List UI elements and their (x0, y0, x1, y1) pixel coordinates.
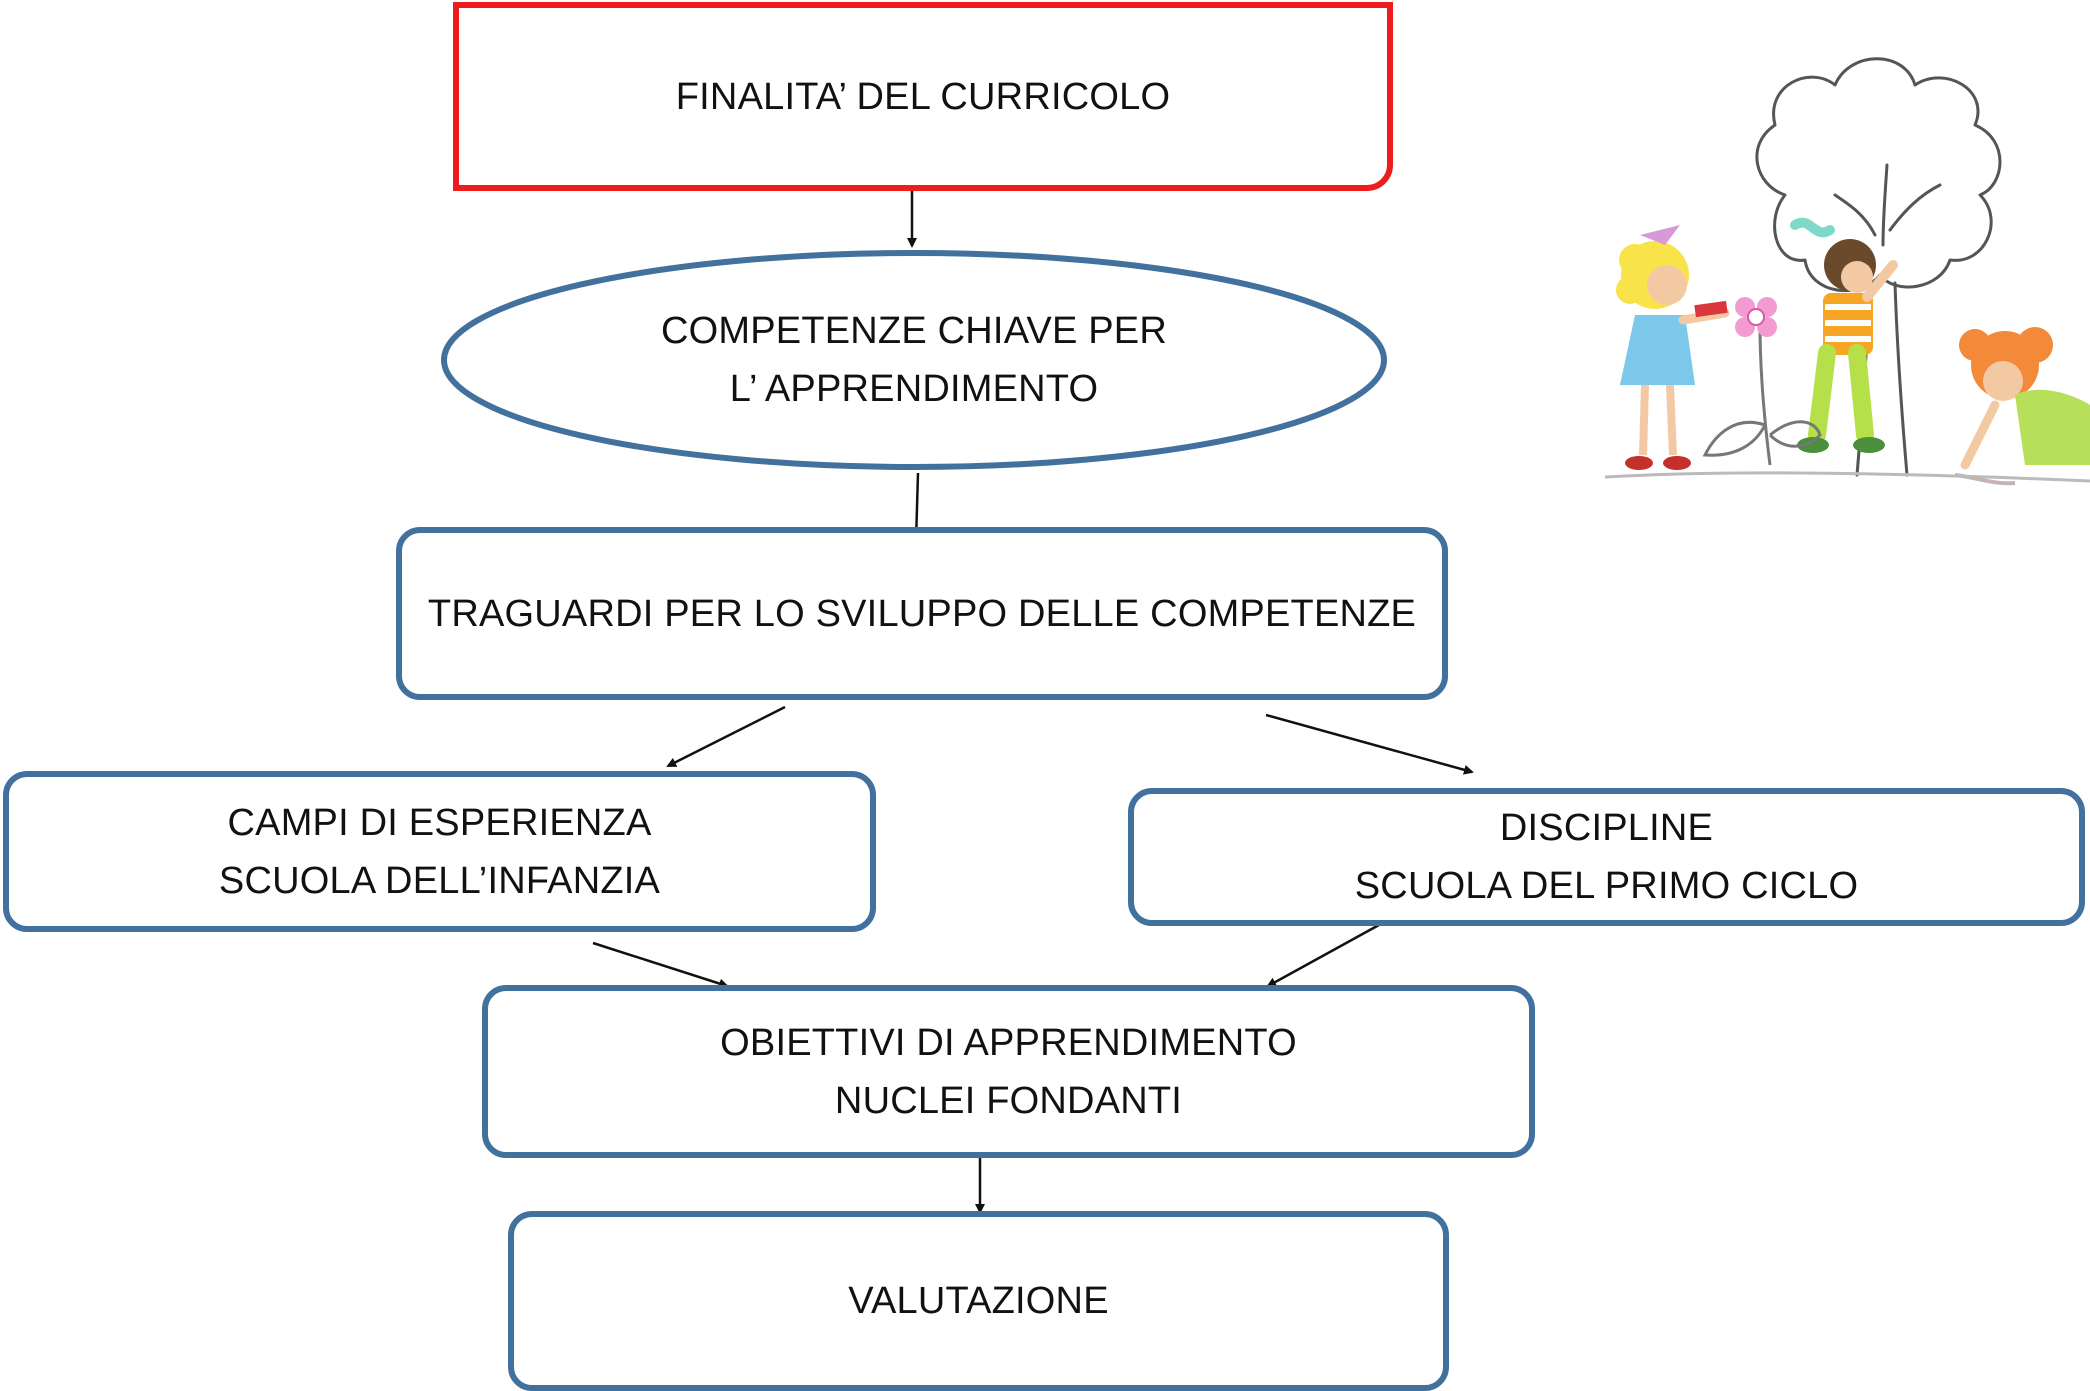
node-obiettivi-line-1: OBIETTIVI DI APPRENDIMENTO (720, 1021, 1297, 1064)
node-obiettivi-apprendimento: OBIETTIVI DI APPRENDIMENTO NUCLEI FONDAN… (482, 985, 1535, 1158)
node-obiettivi-line-2: NUCLEI FONDANTI (834, 1079, 1183, 1122)
node-traguardi: TRAGUARDI PER LO SVILUPPO DELLE COMPETEN… (396, 527, 1448, 700)
node-campi-line-2: SCUOLA DELL’INFANZIA (218, 859, 661, 902)
node-finalita-line-1: FINALITA’ DEL CURRICOLO (675, 75, 1171, 118)
node-campi-line-1: CAMPI DI ESPERIENZA (227, 801, 652, 844)
node-valutazione-line-1: VALUTAZIONE (848, 1280, 1109, 1322)
node-discipline-line-2: SCUOLA DEL PRIMO CICLO (1354, 865, 1859, 907)
arrow-campi-to-obiettivi (592, 941, 729, 989)
node-competenze-line-2: L’ APPRENDIMENTO (729, 368, 1099, 410)
arrow-discipline-to-obiettivi (1266, 918, 1389, 988)
node-discipline: DISCIPLINE SCUOLA DEL PRIMO CICLO (1128, 788, 2085, 926)
node-discipline-line-1: DISCIPLINE (1499, 807, 1714, 849)
arrow-traguardi-to-campi (666, 705, 786, 768)
arrow-traguardi-to-discipline (1265, 713, 1474, 775)
node-competenze-line-1: COMPETENZE CHIAVE PER (660, 310, 1167, 352)
node-competenze-chiave: COMPETENZE CHIAVE PER L’ APPRENDIMENTO (439, 248, 1389, 472)
node-campi-esperienza: CAMPI DI ESPERIENZA SCUOLA DELL’INFANZIA (3, 771, 876, 932)
node-valutazione: VALUTAZIONE (508, 1211, 1449, 1391)
children-drawing-tree-illustration-icon (1604, 57, 2090, 486)
node-competenze-ellipse-shape (441, 250, 1387, 470)
node-traguardi-line-1: TRAGUARDI PER LO SVILUPPO DELLE COMPETEN… (427, 592, 1417, 635)
node-finalita-curricolo: FINALITA’ DEL CURRICOLO (453, 2, 1393, 191)
